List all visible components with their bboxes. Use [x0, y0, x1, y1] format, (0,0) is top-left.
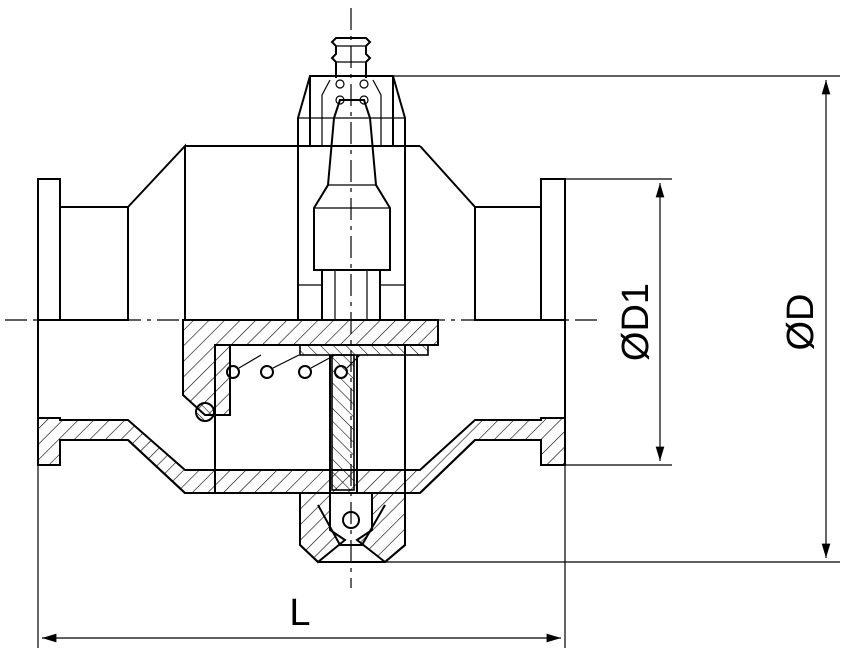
valve-body-section — [37, 319, 566, 564]
outer-diameter-label: ØD — [780, 294, 822, 351]
inner-diameter-label: ØD1 — [615, 283, 657, 361]
dimension-lines — [37, 75, 840, 648]
length-label: L — [289, 592, 310, 634]
valve-body-exterior — [37, 37, 566, 321]
